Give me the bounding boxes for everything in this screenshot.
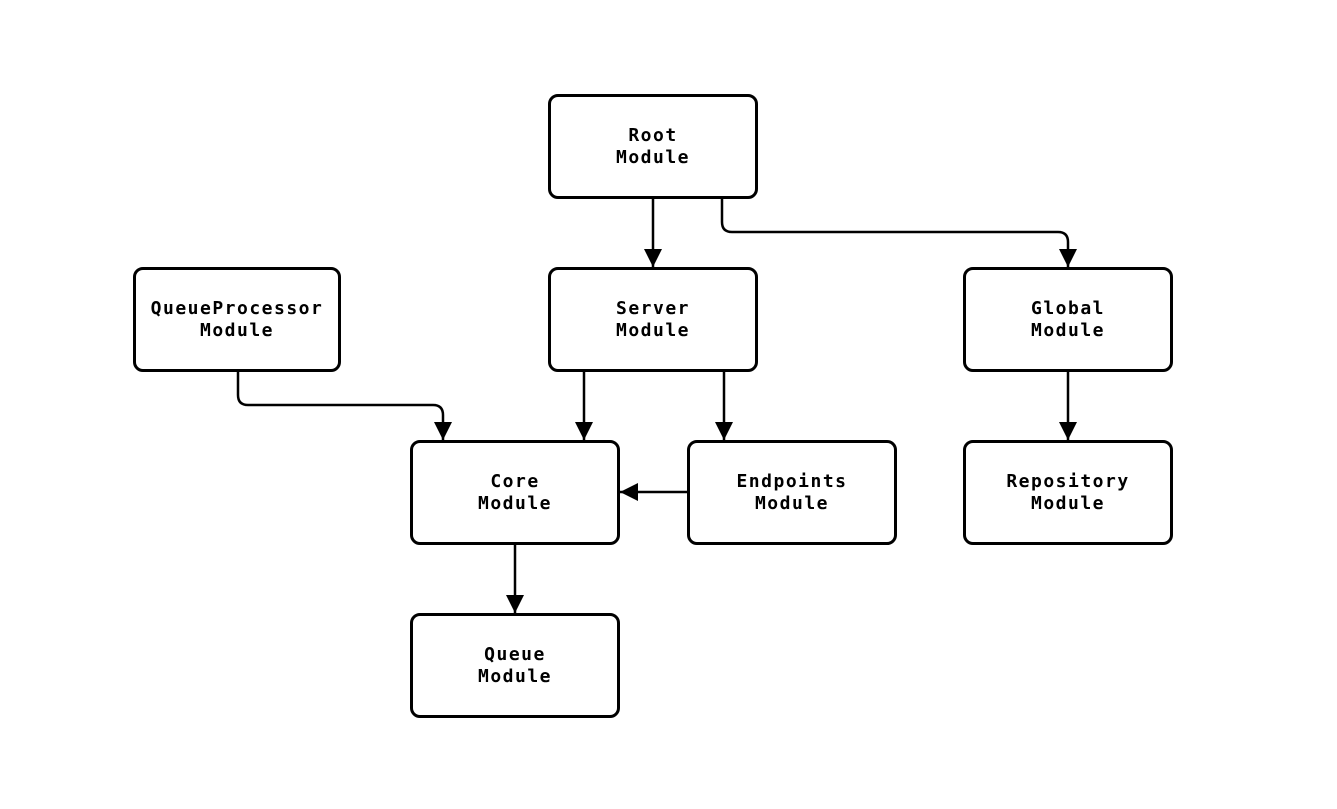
node-queue: Queue Module — [410, 613, 620, 718]
edge-queueprocessor-to-core — [236, 372, 452, 440]
edge-root-to-global — [720, 199, 1077, 267]
node-server: Server Module — [548, 267, 758, 372]
node-endpoints: Endpoints Module — [687, 440, 897, 545]
node-label-repository: Repository Module — [1006, 470, 1130, 514]
node-label-queueprocessor: QueueProcessor Module — [150, 297, 324, 341]
node-label-core: Core Module — [477, 470, 553, 514]
node-queueprocessor: QueueProcessor Module — [133, 267, 341, 372]
node-label-global: Global Module — [1030, 297, 1106, 341]
node-global: Global Module — [963, 267, 1173, 372]
node-label-server: Server Module — [615, 297, 691, 341]
node-label-root: Root Module — [615, 124, 691, 168]
node-root: Root Module — [548, 94, 758, 199]
node-label-endpoints: Endpoints Module — [736, 470, 848, 514]
node-repository: Repository Module — [963, 440, 1173, 545]
node-core: Core Module — [410, 440, 620, 545]
node-label-queue: Queue Module — [477, 643, 553, 687]
